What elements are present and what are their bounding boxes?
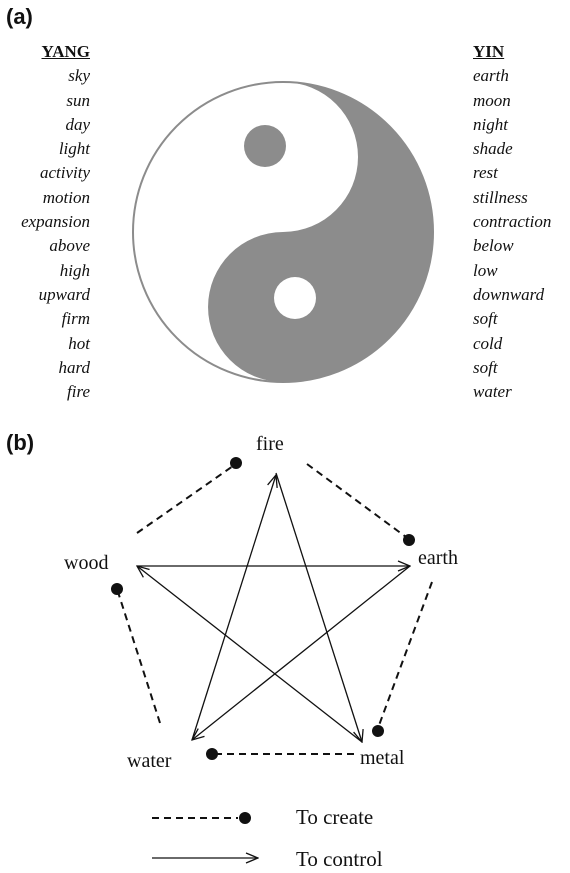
yin-item: moon (473, 90, 511, 110)
element-label-fire: fire (256, 433, 284, 455)
yin-item: low (473, 260, 498, 280)
yang-item: activity (39, 163, 90, 183)
create-water-wood (117, 591, 161, 724)
yang-item: light (58, 139, 90, 159)
control-earth-water (192, 565, 411, 740)
yang-dot (274, 277, 316, 319)
yin-column: YIN earth moon night shade rest stillnes… (473, 40, 551, 404)
control-cycle (137, 472, 411, 743)
create-marker-earth (403, 534, 415, 546)
yin-item: cold (473, 333, 503, 353)
control-fire-metal (275, 472, 362, 742)
yin-yang-symbol (132, 81, 434, 383)
create-earth-metal (377, 581, 433, 729)
yang-item: hot (68, 333, 90, 353)
yin-item: earth (473, 66, 509, 86)
legend-control-label: To control (296, 847, 383, 871)
yin-half (208, 82, 433, 382)
yang-item: upward (38, 284, 90, 304)
element-label-earth: earth (418, 547, 458, 569)
yang-column: YANG sky sun day light activity motion e… (21, 40, 90, 404)
yang-item: high (59, 260, 90, 280)
yang-item: fire (67, 382, 90, 402)
create-marker-fire (230, 457, 242, 469)
yang-heading: YANG (41, 42, 91, 61)
yin-item: night (473, 114, 508, 134)
create-marker-metal (372, 725, 384, 737)
yang-item: hard (58, 357, 91, 377)
yin-item: below (473, 236, 514, 256)
yin-item: water (473, 382, 512, 402)
element-label-metal: metal (360, 747, 405, 769)
yin-item: downward (473, 284, 545, 304)
creation-cycle (117, 463, 433, 755)
control-metal-wood (137, 566, 363, 743)
create-marker-water (206, 748, 218, 760)
panel-a-label: (a) (6, 4, 33, 29)
legend-create-marker (239, 812, 251, 824)
yang-item: motion (42, 187, 90, 207)
yang-item: sun (66, 90, 90, 110)
element-label-wood: wood (64, 552, 108, 574)
legend: To create To control (152, 805, 383, 871)
yin-item: rest (473, 163, 498, 183)
yin-item: shade (473, 139, 513, 159)
yang-item: expansion (21, 212, 90, 232)
yang-item: sky (68, 66, 90, 86)
create-marker-wood (111, 583, 123, 595)
control-water-fire (191, 475, 276, 741)
yin-heading: YIN (473, 42, 505, 61)
yin-item: contraction (473, 212, 552, 232)
create-wood-fire (136, 465, 234, 534)
yin-item: soft (473, 309, 498, 329)
yin-dot (244, 125, 286, 167)
yang-item: above (49, 236, 90, 256)
yang-item: firm (61, 309, 90, 329)
panel-b-label: (b) (6, 430, 34, 455)
yin-item: stillness (473, 187, 528, 207)
legend-create-label: To create (296, 805, 373, 829)
create-fire-earth (306, 463, 407, 538)
yang-item: day (65, 114, 90, 134)
creation-markers (111, 457, 415, 760)
yin-item: soft (473, 357, 498, 377)
element-label-water: water (127, 750, 172, 772)
